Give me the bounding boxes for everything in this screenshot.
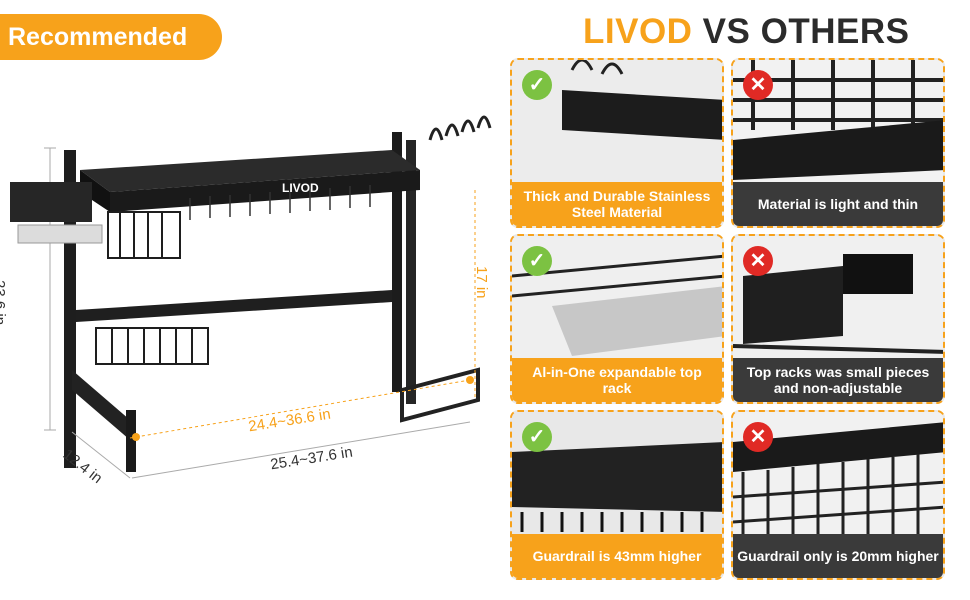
right-back-leg	[392, 132, 402, 392]
other-material-caption: Material is light and thin	[733, 182, 943, 226]
lower-basket	[95, 327, 209, 365]
title-brand: LIVOD	[583, 12, 693, 51]
inner-width-dim-end	[466, 376, 474, 384]
top-basket	[107, 211, 181, 259]
check-icon: ✓	[522, 422, 552, 452]
product-illustration: LIVOD 23.6 in 17 in 24.4~36.6 in 25.4~37…	[0, 70, 505, 595]
top-tray-front	[110, 170, 420, 212]
outer-width-dim-line	[131, 421, 471, 479]
other-guardrail-cell: ✕ Guardrail only is 20mm higher	[731, 410, 945, 580]
other-material-cell: ✕ Material is light and thin	[731, 58, 945, 228]
top-tray-side	[80, 170, 110, 212]
livod-guardrail-cell: ✓ Guardrail is 43mm higher	[510, 410, 724, 580]
right-front-leg	[406, 140, 416, 404]
left-back-leg	[126, 410, 136, 472]
cross-icon: ✕	[743, 246, 773, 276]
livod-toprack-cell: ✓ Al-in-One expandable top rack	[510, 234, 724, 404]
height-dim-label: 23.6 in	[0, 280, 8, 326]
title-vs: VS	[692, 12, 761, 51]
left-foot-brace	[72, 370, 130, 440]
check-icon: ✓	[522, 70, 552, 100]
top-tray	[80, 150, 420, 192]
dish-wires	[189, 185, 371, 220]
board-holder	[17, 224, 103, 244]
middle-bar	[76, 290, 392, 322]
other-guardrail-caption: Guardrail only is 20mm higher	[733, 534, 943, 578]
title-others: OTHERS	[760, 12, 910, 51]
livod-material-cell: ✓ Thick and Durable Stainless Steel Mate…	[510, 58, 724, 228]
livod-toprack-caption: Al-in-One expandable top rack	[512, 358, 722, 402]
recommended-badge: Recommended	[0, 14, 222, 60]
dish-rack-drawing: LIVOD	[10, 115, 492, 479]
utensil-holder	[10, 182, 92, 222]
comparison-title: LIVOD VS OTHERS	[583, 12, 909, 52]
product-logo: LIVOD	[282, 181, 319, 195]
livod-toprack-photo	[512, 236, 722, 362]
livod-guardrail-photo	[512, 412, 722, 538]
clearance-dim-label: 17 in	[473, 266, 490, 299]
pan-holder	[400, 367, 480, 423]
inner-width-dim-start	[132, 433, 140, 441]
depth-dim-line	[71, 431, 131, 479]
cup-hooks	[428, 115, 492, 141]
other-material-photo	[733, 60, 943, 186]
livod-material-caption: Thick and Durable Stainless Steel Materi…	[512, 182, 722, 226]
other-toprack-caption: Top racks was small pieces and non-adjus…	[733, 358, 943, 402]
check-icon: ✓	[522, 246, 552, 276]
livod-guardrail-caption: Guardrail is 43mm higher	[512, 534, 722, 578]
other-toprack-cell: ✕ Top racks was small pieces and non-adj…	[731, 234, 945, 404]
cross-icon: ✕	[743, 70, 773, 100]
inner-width-dim-line	[129, 379, 471, 439]
cross-icon: ✕	[743, 422, 773, 452]
